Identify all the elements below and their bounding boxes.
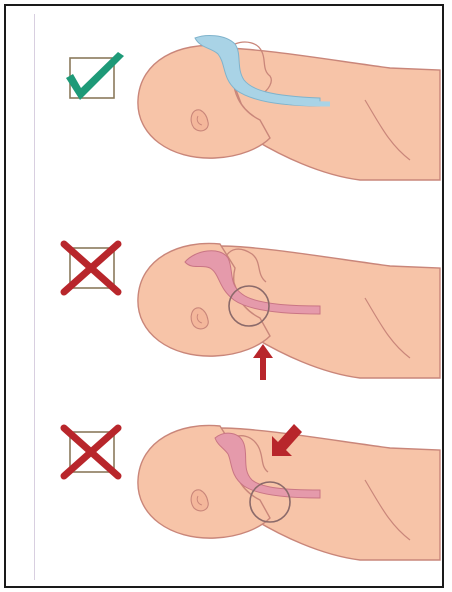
panel-flexed [64,424,440,560]
panel-correct [66,36,440,180]
panel-hyperextended [64,243,440,380]
head-illustration-correct [138,36,440,180]
x-mark-icon [64,428,118,476]
check-mark-icon [66,52,124,100]
arrow-up-icon [253,344,273,380]
head-illustration-hyperextended [138,243,440,378]
x-mark-icon [64,244,118,292]
